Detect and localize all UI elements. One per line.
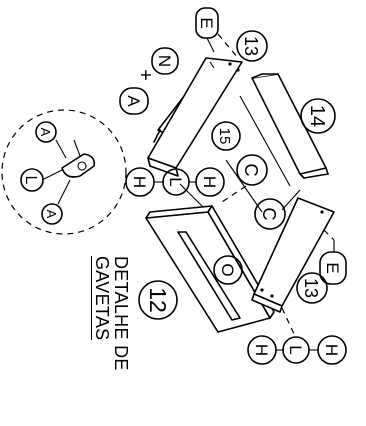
svg-text:A: A: [124, 95, 143, 107]
drawer-front-panel: O 12: [138, 205, 275, 333]
label-n: N: [151, 47, 179, 75]
svg-text:H: H: [130, 176, 149, 188]
drawer-back-panel: 14: [251, 73, 336, 179]
svg-text:13: 13: [241, 36, 261, 56]
part-number-12: 12: [138, 280, 178, 320]
detail-label-l: L: [20, 168, 44, 192]
svg-text:E: E: [197, 17, 216, 28]
svg-text:L: L: [166, 177, 185, 186]
svg-text:L: L: [286, 345, 305, 354]
label-h-bottom-2: H: [317, 335, 347, 365]
part-number-15: 15: [211, 121, 241, 151]
label-c-lower: C: [254, 198, 286, 230]
detail-label-a-top: A: [35, 121, 57, 143]
detail-label-a-bottom: A: [41, 203, 63, 225]
label-l-bottom: L: [282, 336, 310, 364]
handle-slot: [177, 231, 241, 321]
detail-callout: A L A: [1, 109, 127, 235]
title-block: DETALHE DE GAVETAS: [91, 256, 131, 416]
plus-sign: +: [134, 69, 156, 81]
label-o: O: [213, 255, 243, 285]
svg-text:C: C: [259, 208, 279, 221]
svg-text:A: A: [38, 128, 53, 137]
drawer-side-bottom: 13: [251, 197, 335, 313]
detail-circle: [1, 109, 127, 235]
part-number-14: 14: [300, 98, 336, 134]
svg-text:A: A: [44, 210, 59, 219]
label-h-bottom-1: H: [247, 335, 277, 365]
label-h-left-1: H: [125, 167, 155, 197]
svg-text:H: H: [252, 344, 271, 356]
svg-text:14: 14: [306, 105, 328, 127]
svg-text:L: L: [22, 176, 39, 185]
svg-text:E: E: [323, 262, 342, 273]
part-number-13-bottom: 13: [296, 272, 328, 304]
svg-text:15: 15: [216, 128, 233, 145]
hardware-group-left: H L H: [125, 167, 225, 197]
label-e-top: E: [195, 7, 219, 39]
svg-text:12: 12: [145, 287, 171, 313]
part-number-13-top: 13: [236, 30, 268, 62]
label-e-bottom: E: [319, 251, 347, 285]
hardware-group-bottom: H L H: [247, 335, 347, 365]
svg-text:N: N: [155, 55, 174, 67]
svg-text:C: C: [241, 164, 261, 177]
title-line-2: GAVETAS: [91, 256, 112, 341]
svg-text:H: H: [322, 344, 341, 356]
label-h-left-2: H: [195, 167, 225, 197]
drawer-side-top: 13 15: [147, 30, 268, 177]
bracket-hole: [77, 161, 87, 171]
svg-text:13: 13: [301, 278, 321, 298]
label-a: A: [119, 87, 149, 115]
label-c-upper: C: [236, 154, 268, 186]
svg-text:H: H: [200, 176, 219, 188]
svg-text:O: O: [218, 263, 237, 276]
title-line-1: DETALHE DE: [111, 256, 131, 371]
